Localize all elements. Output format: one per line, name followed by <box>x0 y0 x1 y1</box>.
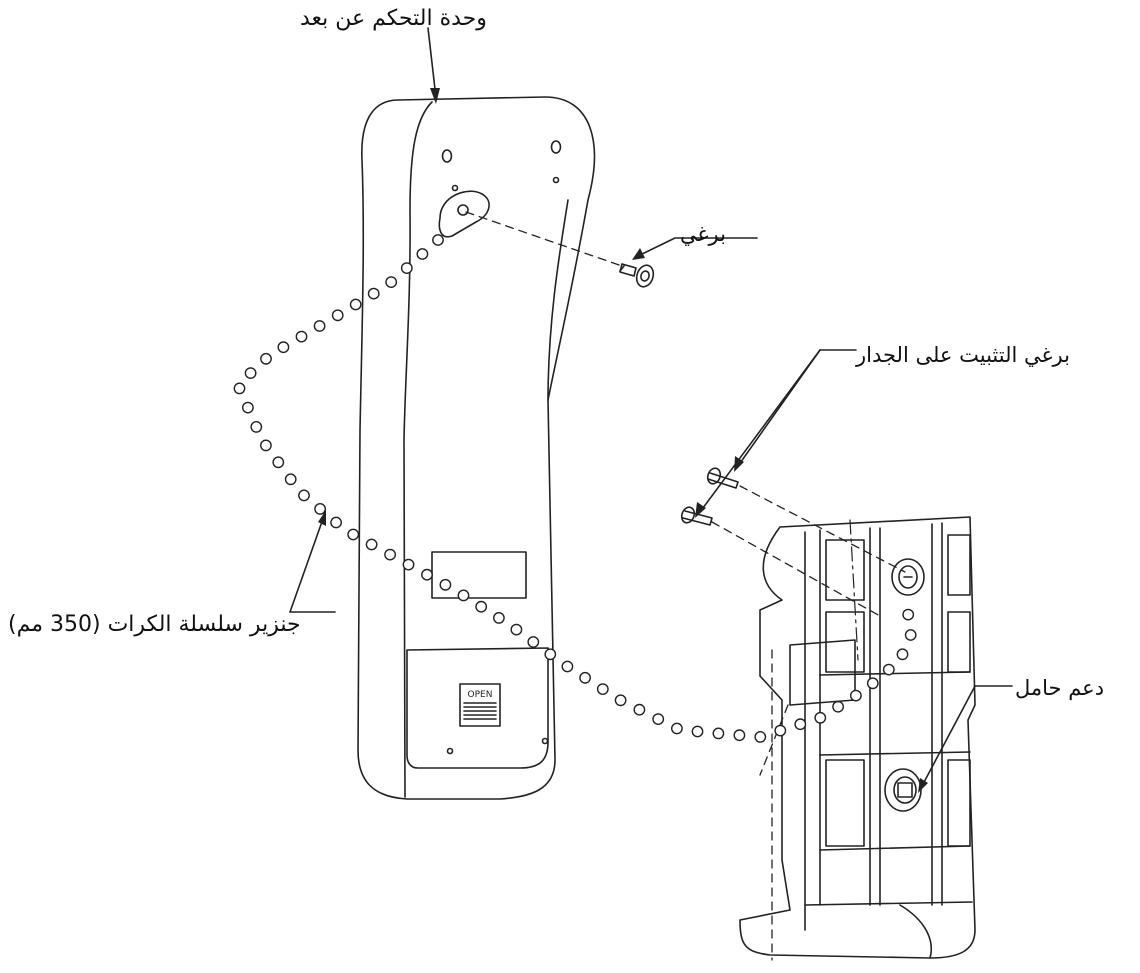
remote-control-unit: OPEN <box>357 96 596 800</box>
holder-bracket <box>739 516 976 959</box>
chain-ball <box>633 703 646 716</box>
chain-ball <box>250 420 263 433</box>
holder-support-label: دعم حامل <box>1015 676 1105 700</box>
screw <box>619 263 655 288</box>
chain-ball <box>402 558 415 571</box>
chain-ball <box>733 729 746 742</box>
remote-unit-label: وحدة التحكم عن بعد <box>300 6 487 31</box>
chain-ball <box>365 538 378 551</box>
chain-ball <box>284 473 297 486</box>
screw-label: برغي <box>680 222 726 246</box>
chain-ball <box>902 608 915 621</box>
chain-ball <box>241 401 254 414</box>
chain-ball <box>439 578 452 591</box>
ball-chain <box>233 234 917 743</box>
mount-boss <box>891 558 925 596</box>
chain-ball <box>896 648 909 661</box>
chain-ball <box>850 689 862 702</box>
chain-ball <box>313 320 326 332</box>
wall-screw-label: برغي التثبيت على الجدار <box>856 343 1070 367</box>
mount-hole <box>441 149 453 163</box>
chain-ball <box>866 677 879 690</box>
chain-ball <box>475 600 488 613</box>
chain-ball <box>691 725 704 738</box>
label-recess <box>431 551 527 599</box>
chain-ball <box>347 528 360 541</box>
chain-ball <box>244 367 257 379</box>
chain-ball <box>457 589 470 602</box>
chain-ball <box>832 700 844 713</box>
chain-ball <box>614 694 627 707</box>
chain-ball <box>671 722 683 735</box>
open-marking: OPEN <box>468 690 493 700</box>
chain-ball <box>527 636 540 648</box>
chain-ball <box>814 711 827 724</box>
chain-ball <box>385 276 398 288</box>
chain-ball <box>596 683 609 695</box>
chain-ball <box>260 352 272 365</box>
leader-lines <box>289 27 1013 787</box>
chain-ball <box>510 623 523 636</box>
chain-ball <box>882 663 895 676</box>
chain-ball <box>492 612 505 624</box>
chain-ball <box>259 439 272 452</box>
chain-ball <box>331 309 344 322</box>
battery-cover <box>406 647 549 769</box>
chain-ball <box>298 489 310 502</box>
chain-ball <box>712 727 725 740</box>
chain-ball <box>652 713 665 725</box>
chain-ball <box>904 629 917 641</box>
chain-ball <box>314 502 326 515</box>
mount-hole <box>550 140 562 154</box>
chain-ball <box>432 234 444 246</box>
assembly-lines <box>465 211 906 961</box>
chain-ball <box>349 298 362 311</box>
chain-ball <box>384 548 396 561</box>
chain-ball <box>774 724 787 737</box>
chain-ball <box>330 516 342 529</box>
chain-ball <box>421 568 433 581</box>
wall-screw-upper <box>706 467 739 489</box>
chain-ball <box>272 456 285 469</box>
chain-ball <box>561 660 574 673</box>
chain-ball <box>295 330 308 343</box>
chain-ball <box>579 671 591 684</box>
chain-ball <box>277 341 290 354</box>
chain-tab <box>438 190 490 238</box>
chain-ball <box>754 731 767 743</box>
chain-ball <box>367 287 380 300</box>
chain-ball <box>416 248 429 260</box>
chain-ball <box>400 262 413 274</box>
chain-ball <box>794 718 807 731</box>
chain-ball <box>544 648 557 661</box>
ball-chain-label: جنزير سلسلة الكرات (350 مم) <box>8 612 301 637</box>
chain-ball <box>233 382 246 395</box>
